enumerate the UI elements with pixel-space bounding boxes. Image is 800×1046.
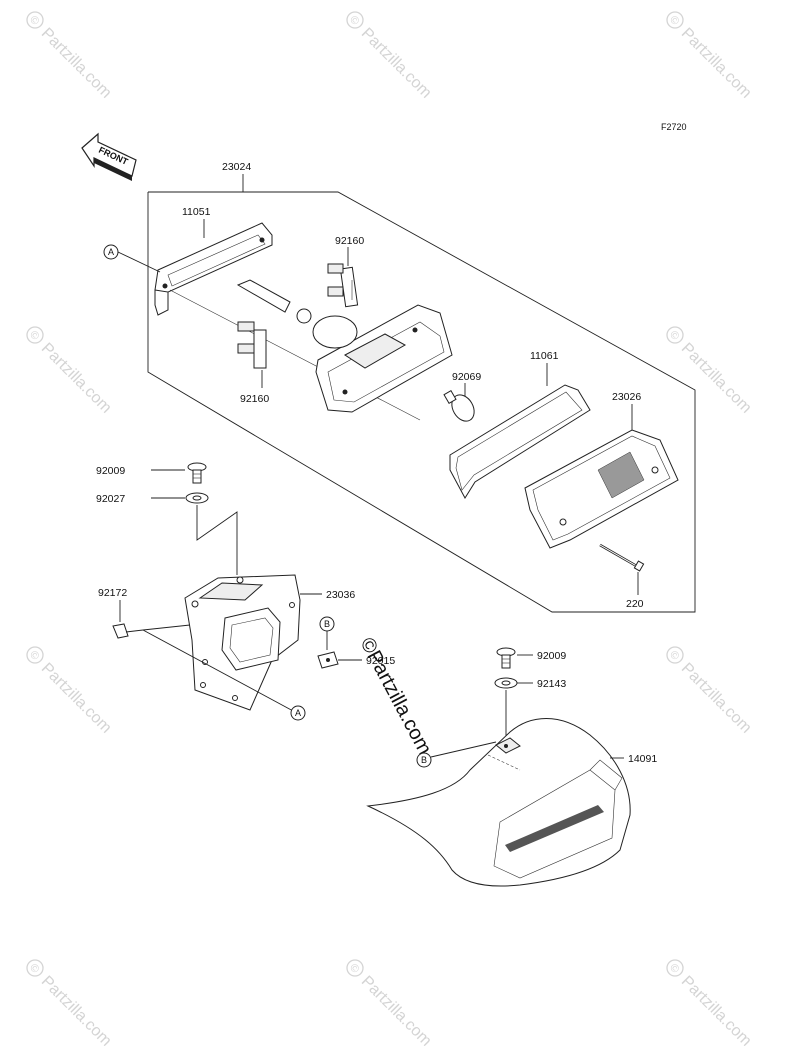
svg-text:Partzilla.com: Partzilla.com — [678, 25, 755, 102]
part-14091-cover — [366, 718, 631, 887]
part-label-92160-bottom: 92160 — [240, 393, 269, 405]
part-92172-screw — [112, 623, 296, 713]
svg-text:Partzilla.com: Partzilla.com — [678, 340, 755, 417]
watermark: © Partzilla.com — [666, 646, 755, 737]
watermark: © Partzilla.com — [26, 959, 115, 1046]
part-label-92009-right: 92009 — [537, 650, 566, 662]
svg-text:Partzilla.com: Partzilla.com — [358, 973, 435, 1046]
part-label-23026: 23026 — [612, 391, 641, 403]
watermark: © Partzilla.com — [666, 326, 755, 417]
svg-text:Partzilla.com: Partzilla.com — [38, 25, 115, 102]
callout-b-upper: B — [319, 616, 335, 650]
part-label-92009-left: 92009 — [96, 465, 125, 477]
assembly-box — [147, 174, 696, 613]
callout-a-lower: A — [290, 705, 306, 721]
svg-text:Partzilla.com: Partzilla.com — [678, 660, 755, 737]
part-label-92015: 92015 — [366, 655, 395, 667]
part-label-11061: 11061 — [530, 350, 559, 362]
svg-text:B: B — [421, 755, 427, 765]
svg-text:Partzilla.com: Partzilla.com — [38, 340, 115, 417]
svg-text:Partzilla.com: Partzilla.com — [38, 660, 115, 737]
svg-text:Partzilla.com: Partzilla.com — [678, 973, 755, 1046]
lamp-housing — [312, 304, 453, 413]
part-label-92160-top: 92160 — [335, 235, 364, 247]
part-label-92069: 92069 — [452, 371, 481, 383]
front-arrow-icon: FRONT — [81, 132, 137, 181]
center-watermark: ©Partzilla.com — [356, 634, 436, 758]
part-92143-washer — [494, 677, 518, 689]
part-92027-washer — [185, 492, 209, 504]
svg-text:B: B — [324, 619, 330, 629]
part-92009-right-bolt — [496, 647, 516, 669]
part-label-92027: 92027 — [96, 493, 125, 505]
svg-text:Partzilla.com: Partzilla.com — [38, 973, 115, 1046]
part-label-14091: 14091 — [628, 753, 657, 765]
watermark: © Partzilla.com — [26, 646, 115, 737]
figure-code: F2720 — [661, 122, 687, 132]
part-92160-top — [327, 263, 359, 308]
callout-a-upper: A — [103, 244, 161, 273]
part-label-220: 220 — [626, 598, 644, 610]
callout-b-lower: B — [416, 741, 497, 768]
part-label-92172: 92172 — [98, 587, 127, 599]
part-23036-bracket — [184, 574, 301, 711]
part-label-23024: 23024 — [222, 161, 251, 173]
part-label-23036: 23036 — [326, 589, 355, 601]
watermark: © Partzilla.com — [346, 959, 435, 1046]
svg-text:A: A — [108, 247, 114, 257]
svg-text:Partzilla.com: Partzilla.com — [358, 25, 435, 102]
watermark: © Partzilla.com — [346, 11, 435, 102]
watermark: © Partzilla.com — [666, 959, 755, 1046]
watermark: © Partzilla.com — [26, 11, 115, 102]
part-92015-nut — [317, 651, 339, 669]
part-92069-bulb — [443, 389, 475, 422]
part-label-92143: 92143 — [537, 678, 566, 690]
part-92160-bottom — [237, 321, 267, 369]
svg-text:A: A — [295, 708, 301, 718]
watermark: © Partzilla.com — [26, 326, 115, 417]
watermark: © Partzilla.com — [666, 11, 755, 102]
part-label-11051: 11051 — [182, 206, 211, 218]
part-11061-gasket — [449, 384, 591, 499]
part-11051 — [154, 222, 273, 316]
bulb-wire — [169, 279, 421, 421]
part-92009-left-bolt — [187, 462, 207, 484]
part-23026-lens — [524, 429, 679, 549]
part-220-screw — [599, 543, 645, 572]
